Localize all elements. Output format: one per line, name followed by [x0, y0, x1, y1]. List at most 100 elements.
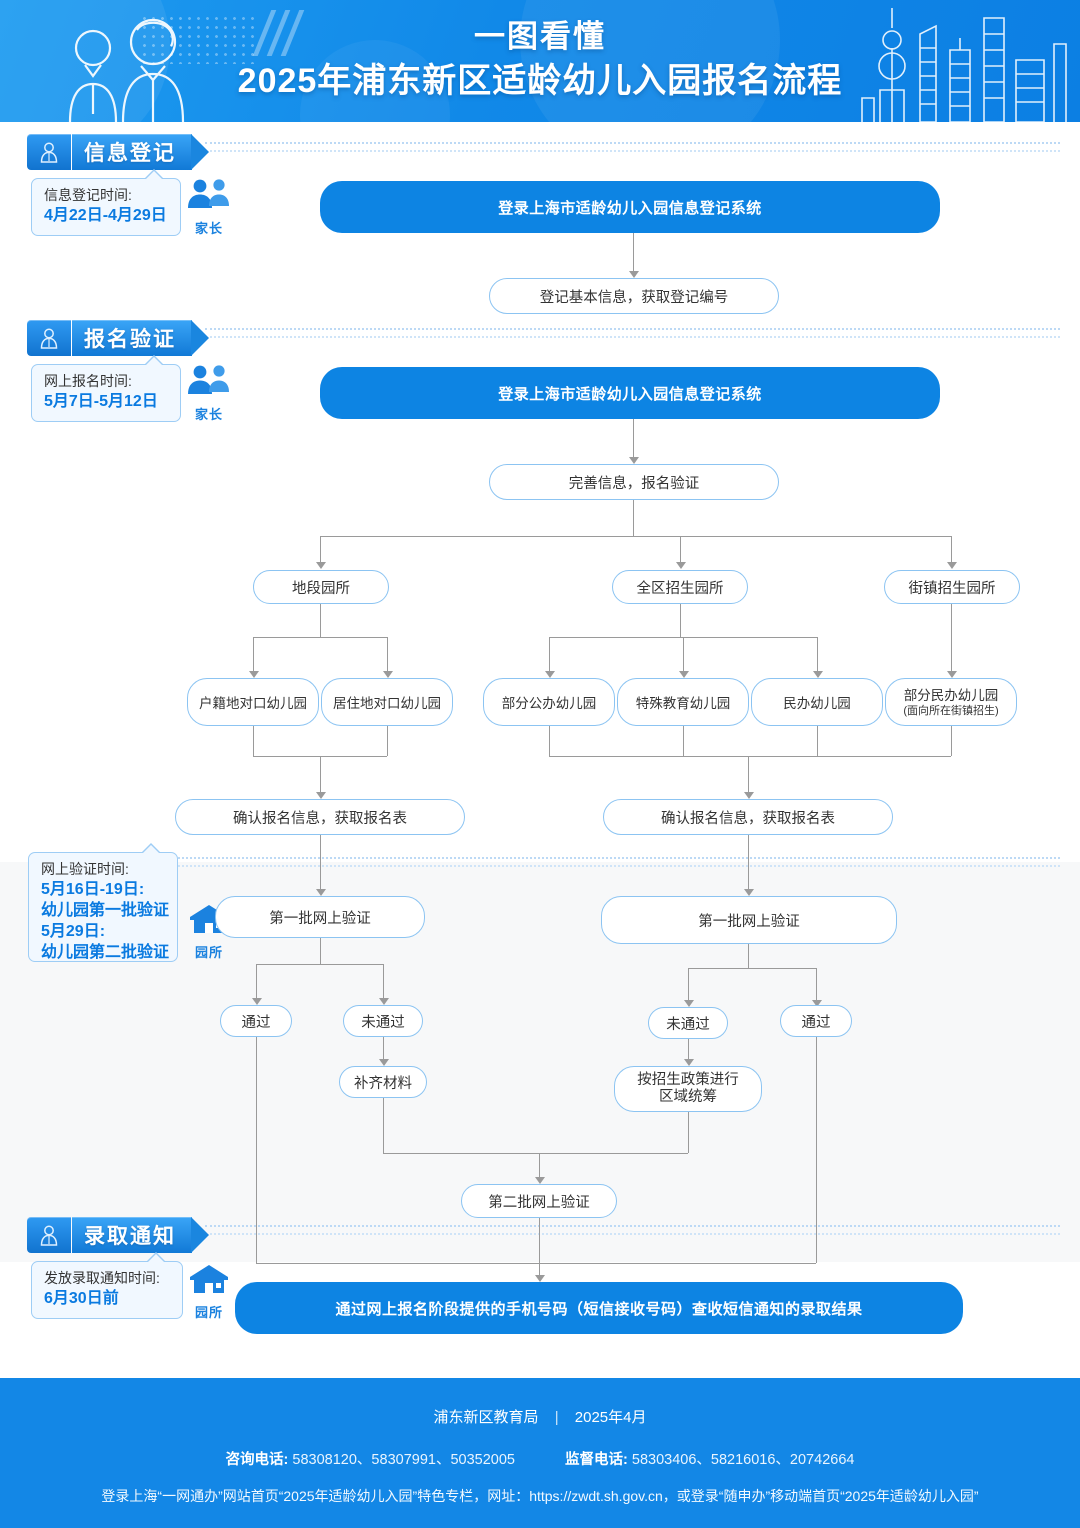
arrow-to-fail-left — [379, 998, 389, 1005]
connector-pass-left-long — [256, 1037, 257, 1263]
node-group-district[interactable]: 地段园所 — [253, 570, 389, 604]
callout-registration-date: 信息登记时间: 4月22日-4月29日 — [31, 169, 181, 236]
arrow-to-kg-public — [545, 671, 555, 678]
footer-note: 登录上海“一网通办”网站首页“2025年适龄幼儿入园”特色专栏，网址：https… — [101, 1488, 979, 1504]
connector-to-kg-residence — [387, 637, 388, 673]
arrow-to-kg-residence — [383, 671, 393, 678]
node-pass-left[interactable]: 通过 — [220, 1005, 292, 1037]
flowchart-canvas: 信息登记 信息登记时间: 4月22日-4月29日 家长 登录上海市适龄幼儿入园信… — [0, 122, 1080, 1370]
connector-login1-to-basicinfo — [633, 233, 634, 273]
node-basic-info[interactable]: 登记基本信息，获取登记编号 — [489, 278, 779, 314]
arrow-login1-to-basicinfo — [629, 271, 639, 278]
connector-kg-private-down — [817, 726, 818, 756]
node-confirm-right[interactable]: 确认报名信息，获取报名表 — [603, 799, 893, 835]
connector-right-merge-down — [748, 756, 749, 794]
connector-to-fail-left — [383, 964, 384, 1000]
header-dot-pattern — [140, 14, 260, 64]
connector-kg-hukou-down — [253, 726, 254, 756]
divider-registration-b — [205, 150, 1060, 152]
node-kg-hukou[interactable]: 户籍地对口幼儿园 — [187, 678, 319, 726]
connector-to-group-town — [951, 536, 952, 564]
person-icon — [40, 328, 58, 349]
callout-online-verify-date: 网上验证时间: 5月16日-19日: 幼儿园第一批验证 5月29日: 幼儿园第二… — [28, 843, 178, 962]
node-kg-public[interactable]: 部分公办幼儿园 — [483, 678, 615, 726]
connector-kg-special-down — [683, 726, 684, 756]
node-pass-right[interactable]: 通过 — [780, 1005, 852, 1037]
section-tab-divider-3 — [71, 1223, 72, 1247]
node-group-town[interactable]: 街镇招生园所 — [884, 570, 1020, 604]
node-kg-special[interactable]: 特殊教育幼儿园 — [617, 678, 749, 726]
footer-org-line: 浦东新区教育局 | 2025年4月 — [0, 1406, 1080, 1427]
node-kg-private-town-main: 部分民办幼儿园 — [903, 687, 999, 703]
footer-separator: | — [554, 1409, 559, 1426]
callout-title: 网上验证时间: — [41, 861, 129, 877]
node-login-system-1[interactable]: 登录上海市适龄幼儿入园信息登记系统 — [320, 181, 940, 233]
callout-value: 4月22日-4月29日 — [44, 207, 167, 224]
node-fail-left[interactable]: 未通过 — [343, 1005, 423, 1037]
node-supplement[interactable]: 补齐材料 — [339, 1066, 427, 1098]
node-coordinate[interactable]: 按招生政策进行 区域统筹 — [614, 1066, 762, 1112]
connector-batch2-to-result — [539, 1218, 540, 1263]
node-group-citywide[interactable]: 全区招生园所 — [612, 570, 748, 604]
callout-value: 5月7日-5月12日 — [44, 393, 158, 410]
section-tab-divider — [71, 140, 72, 164]
arrow-to-group-town — [947, 562, 957, 569]
node-complete-info[interactable]: 完善信息，报名验证 — [489, 464, 779, 500]
node-fail-right[interactable]: 未通过 — [648, 1007, 728, 1039]
connector-kg-private-town-down — [951, 726, 952, 756]
node-login-system-2[interactable]: 登录上海市适龄幼儿入园信息登记系统 — [320, 367, 940, 419]
page-header: 一图看懂 2025年浦东新区适龄幼儿入园报名流程 — [0, 0, 1080, 122]
connector-confirm-left-down — [320, 835, 321, 891]
node-batch1-right[interactable]: 第一批网上验证 — [601, 896, 897, 944]
connector-batch2-bus — [383, 1153, 688, 1154]
connector-kg-residence-down — [387, 726, 388, 756]
callout-value-3: 5月29日: — [41, 923, 106, 940]
section-tab-label-registration: 信息登记 — [72, 134, 209, 170]
section-tab-label-admission: 录取通知 — [72, 1217, 209, 1253]
callout-title: 发放录取通知时间: — [44, 1270, 160, 1286]
header-decor-circle-2 — [520, 0, 780, 122]
connector-batch1-right-bus — [688, 968, 816, 969]
arrow-to-result — [535, 1275, 545, 1282]
node-result-sms[interactable]: 通过网上报名阶段提供的手机号码（短信接收号码）查收短信通知的录取结果 — [235, 1282, 963, 1334]
divider-registration-a — [205, 142, 1060, 144]
divider-signup-b — [205, 336, 1060, 338]
arrow-login2-to-complete — [629, 457, 639, 464]
node-batch1-left[interactable]: 第一批网上验证 — [215, 896, 425, 938]
divider-signup-a — [205, 328, 1060, 330]
role-label: 园所 — [194, 1305, 223, 1320]
section-tab-divider-2 — [71, 326, 72, 350]
connector-to-kg-public — [549, 637, 550, 673]
arrow-to-fail-right — [684, 1000, 694, 1007]
callout-value: 6月30日前 — [44, 1290, 119, 1307]
node-kg-private-town[interactable]: 部分民办幼儿园 (面向所在街镇招生) — [885, 678, 1017, 726]
node-confirm-left[interactable]: 确认报名信息，获取报名表 — [175, 799, 465, 835]
arrow-to-pass-left — [252, 998, 262, 1005]
section-tab-admission: 录取通知 — [27, 1217, 209, 1253]
parents-illustration-icon — [68, 18, 185, 122]
connector-to-group-district — [320, 536, 321, 564]
role-label: 家长 — [194, 221, 223, 236]
connector-to-fail-right — [688, 968, 689, 1002]
shanghai-skyline-icon — [861, 8, 1067, 122]
person-badge-icon-3 — [27, 1217, 71, 1253]
connector-fail-left-down — [383, 1037, 384, 1061]
callout-signup-date: 网上报名时间: 5月7日-5月12日 — [31, 355, 181, 422]
connector-citywide-down — [680, 604, 681, 637]
connector-complete-down — [633, 500, 634, 536]
node-kg-residence[interactable]: 居住地对口幼儿园 — [321, 678, 453, 726]
section-tab-registration: 信息登记 — [27, 134, 209, 170]
connector-left-merge-down — [320, 756, 321, 794]
node-batch2[interactable]: 第二批网上验证 — [461, 1184, 617, 1218]
arrow-to-batch2 — [535, 1177, 545, 1184]
node-kg-private-town-sub: (面向所在街镇招生) — [903, 704, 999, 717]
connector-batch1-left-down — [320, 938, 321, 964]
connector-supplement-down — [383, 1098, 384, 1153]
connector-to-kg-private — [817, 637, 818, 673]
connector-town-down — [951, 604, 952, 673]
arrow-to-group-district — [316, 562, 326, 569]
person-badge-icon-2 — [27, 320, 71, 356]
callout-admission-date: 发放录取通知时间: 6月30日前 — [31, 1252, 183, 1319]
node-kg-private[interactable]: 民办幼儿园 — [751, 678, 883, 726]
connector-pass-right-long — [816, 1037, 817, 1263]
